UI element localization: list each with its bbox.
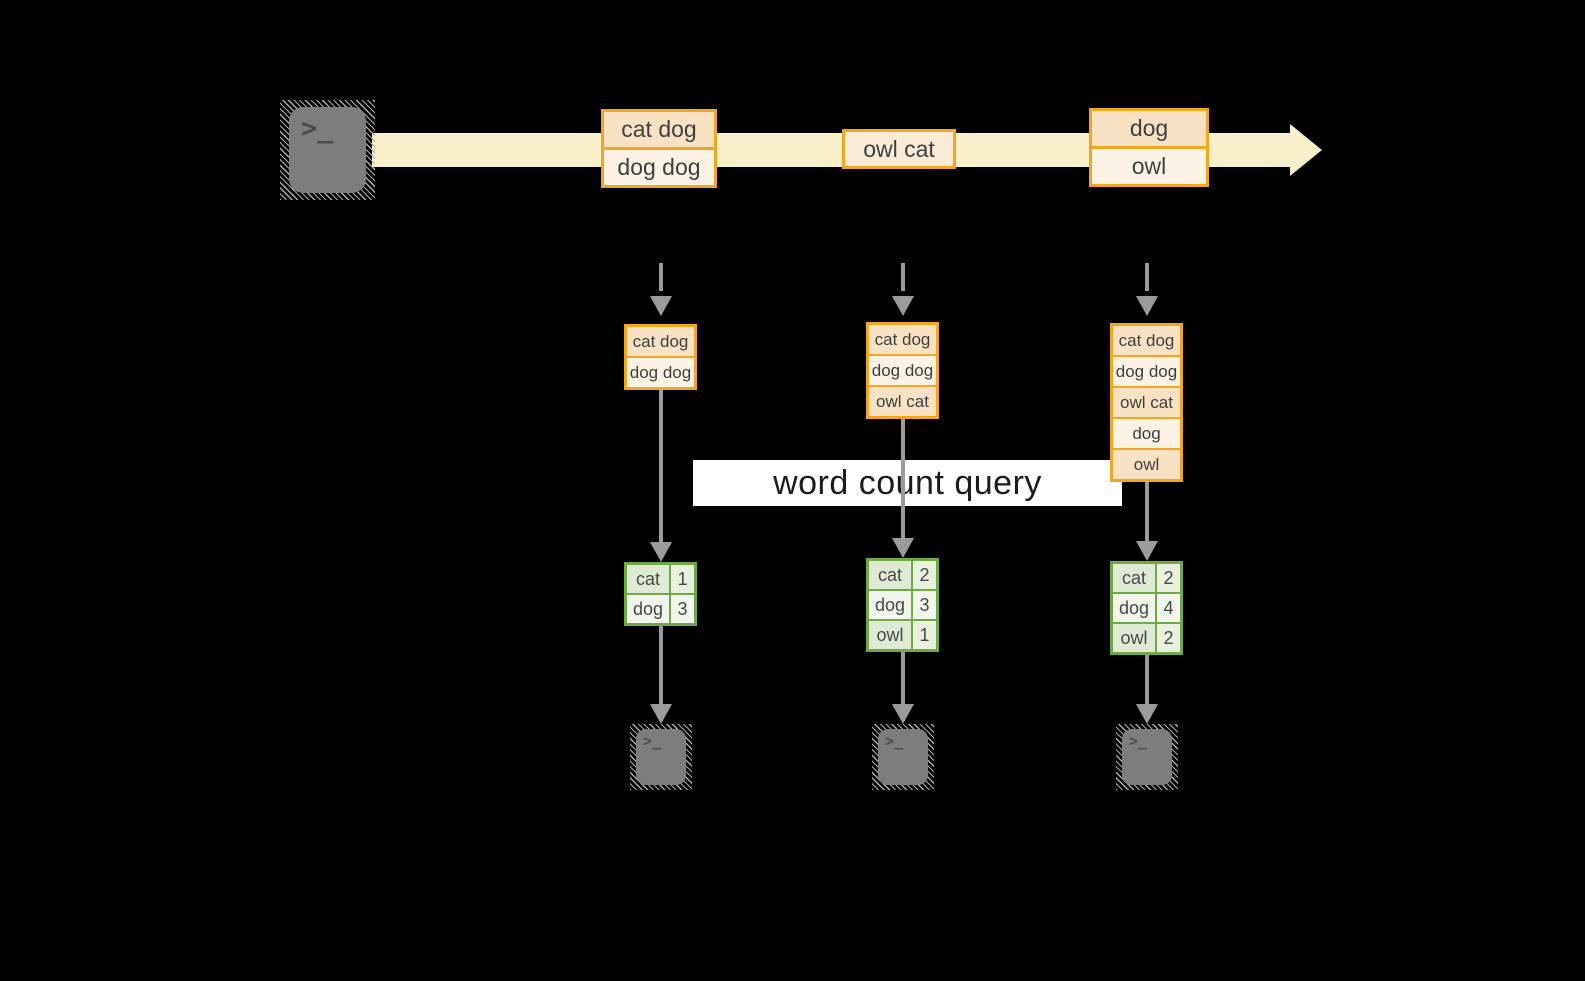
buffer-item: dog dog — [627, 358, 694, 387]
word-count-table-2: cat 2 dog 3 owl 1 — [866, 558, 939, 652]
source-terminal-icon: >_ — [280, 100, 375, 200]
word-cell: cat — [869, 561, 911, 589]
count-cell: 4 — [1157, 594, 1180, 622]
sink-terminal-icon-1: >_ — [630, 724, 692, 790]
terminal-prompt-icon: >_ — [301, 113, 334, 144]
arrow-line — [659, 626, 663, 704]
buffer-item: owl — [1113, 450, 1180, 479]
stream-message-2: owl cat — [842, 129, 956, 169]
word-cell: owl — [869, 621, 911, 649]
message-word: owl — [1092, 149, 1206, 184]
buffer-item: owl cat — [1113, 388, 1180, 417]
table-row: cat 2 — [869, 561, 936, 589]
message-word: cat dog — [604, 112, 714, 147]
count-cell: 1 — [913, 621, 936, 649]
count-cell: 2 — [1157, 624, 1180, 652]
table-row: dog 3 — [627, 595, 694, 623]
message-word: owl cat — [845, 132, 953, 166]
word-cell: cat — [1113, 564, 1155, 592]
word-cell: owl — [1113, 624, 1155, 652]
arrow-line — [659, 390, 663, 542]
arrow-line — [901, 652, 905, 704]
buffer-stack-1: cat dog dog dog — [624, 324, 697, 390]
terminal-screen: >_ — [636, 729, 686, 785]
table-row: dog 4 — [1113, 594, 1180, 622]
arrow-head-icon — [650, 704, 672, 724]
table-row: owl 2 — [1113, 624, 1180, 652]
table-row: cat 1 — [627, 565, 694, 593]
word-count-table-1: cat 1 dog 3 — [624, 562, 697, 626]
arrow-line — [1145, 655, 1149, 704]
stream-message-1: cat dog dog dog — [601, 109, 717, 188]
table-row: owl 1 — [869, 621, 936, 649]
count-cell: 1 — [671, 565, 694, 593]
word-cell: dog — [627, 595, 669, 623]
count-cell: 3 — [913, 591, 936, 619]
stream-message-3: dog owl — [1089, 108, 1209, 187]
word-cell: cat — [627, 565, 669, 593]
arrow-head-icon — [892, 704, 914, 724]
dashed-arrow-line — [1145, 263, 1149, 291]
dashed-arrow-head-icon — [892, 296, 914, 316]
arrow-head-icon — [1136, 541, 1158, 561]
table-row: dog 3 — [869, 591, 936, 619]
word-count-table-3: cat 2 dog 4 owl 2 — [1110, 561, 1183, 655]
terminal-prompt-icon: >_ — [643, 732, 662, 750]
arrow-head-icon — [650, 542, 672, 562]
count-cell: 3 — [671, 595, 694, 623]
buffer-item: cat dog — [869, 325, 936, 354]
arrow-head-icon — [892, 538, 914, 558]
buffer-stack-2: cat dog dog dog owl cat — [866, 322, 939, 419]
terminal-screen: >_ — [289, 107, 366, 193]
dashed-arrow-line — [901, 263, 905, 291]
buffer-stack-3: cat dog dog dog owl cat dog owl — [1110, 323, 1183, 482]
count-cell: 2 — [1157, 564, 1180, 592]
arrow-head-icon — [1136, 704, 1158, 724]
dashed-arrow-line — [659, 263, 663, 291]
count-cell: 2 — [913, 561, 936, 589]
buffer-item: dog — [1113, 419, 1180, 448]
dashed-arrow-head-icon — [650, 296, 672, 316]
buffer-item: dog dog — [1113, 357, 1180, 386]
terminal-prompt-icon: >_ — [885, 732, 904, 750]
terminal-screen: >_ — [1122, 729, 1172, 785]
word-cell: dog — [1113, 594, 1155, 622]
dashed-arrow-head-icon — [1136, 296, 1158, 316]
arrow-line — [1145, 482, 1149, 541]
word-cell: dog — [869, 591, 911, 619]
sink-terminal-icon-2: >_ — [872, 724, 934, 790]
message-word: dog dog — [604, 150, 714, 185]
buffer-item: owl cat — [869, 387, 936, 416]
terminal-screen: >_ — [878, 729, 928, 785]
buffer-item: dog dog — [869, 356, 936, 385]
table-row: cat 2 — [1113, 564, 1180, 592]
query-label-banner: word count query — [693, 460, 1122, 506]
terminal-prompt-icon: >_ — [1129, 732, 1148, 750]
sink-terminal-icon-3: >_ — [1116, 724, 1178, 790]
buffer-item: cat dog — [627, 327, 694, 356]
arrow-line — [901, 419, 905, 538]
stream-arrowhead-icon — [1290, 124, 1322, 176]
buffer-item: cat dog — [1113, 326, 1180, 355]
query-label: word count query — [773, 463, 1042, 502]
message-word: dog — [1092, 111, 1206, 146]
